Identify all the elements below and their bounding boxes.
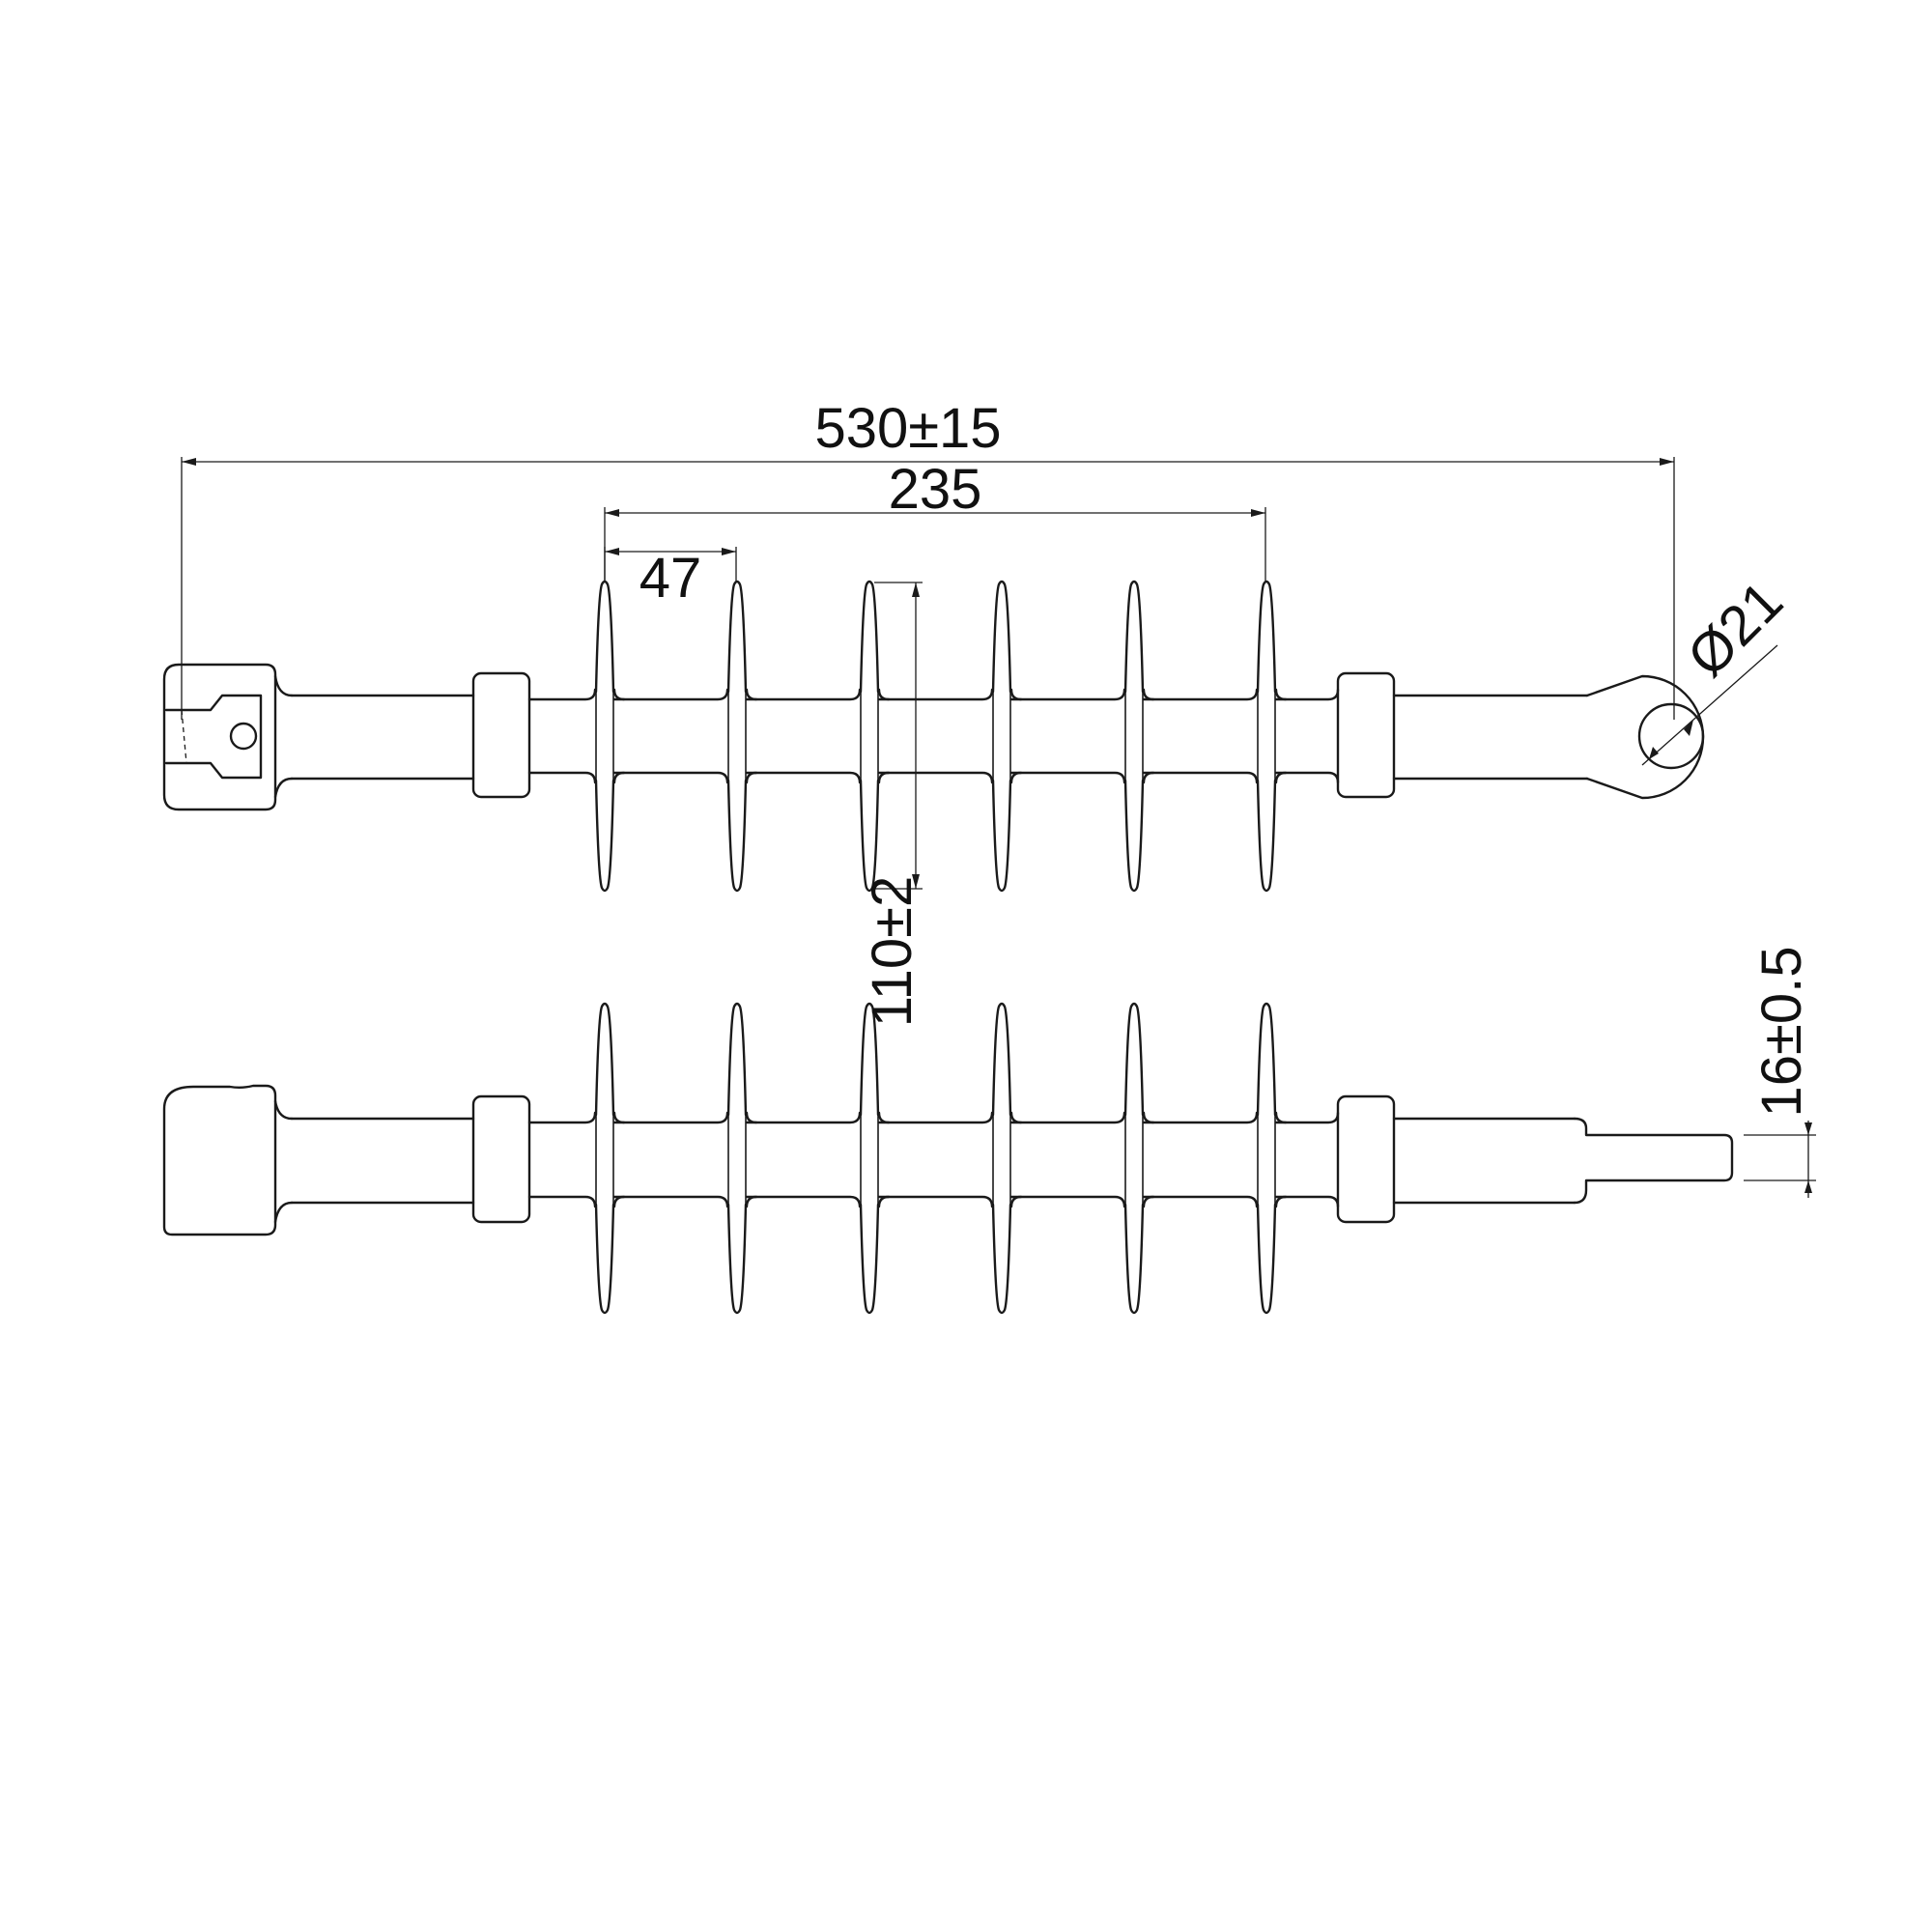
shed-bottom (726, 1002, 748, 1117)
shed-bottom (594, 1203, 615, 1315)
shed-top (991, 580, 1012, 694)
socket-pin-hole (229, 722, 258, 751)
tongue-thickness-label: 16±0.5 (1750, 947, 1813, 1118)
shed-bottom (1123, 1203, 1145, 1315)
housing-segment-bottom (1274, 1111, 1340, 1208)
shed-bottom (1123, 1002, 1145, 1117)
collar-right-top (1336, 671, 1396, 799)
dimension-shed-span: 235 (604, 458, 1266, 582)
housing-fillet-top (745, 688, 758, 784)
dimension-overall: 530±15 (181, 397, 1675, 720)
housing-fillet-bottom (877, 1111, 891, 1208)
housing-segment-bottom (745, 1111, 862, 1208)
tongue-fitting (1573, 1117, 1734, 1205)
shed-bottom (1256, 1002, 1277, 1117)
shed-top (859, 779, 880, 893)
dimension-shed-diameter: 110±2 (861, 582, 923, 1027)
insulator-top-view (162, 580, 1705, 893)
shed-top (594, 580, 615, 694)
housing-fillet-top (1009, 688, 1023, 784)
socket-dashed-mark (181, 709, 187, 764)
shed-diameter-label: 110±2 (861, 876, 923, 1028)
housing-fillet-bottom (612, 1111, 626, 1208)
shed-top (1256, 779, 1277, 893)
hole-diameter-label: Ø21 (1675, 569, 1794, 688)
dimension-hole-diameter: Ø21 (1641, 569, 1795, 766)
housing-segment-top (1142, 688, 1259, 784)
shed-top (1123, 779, 1145, 893)
eye-hole (1637, 702, 1705, 770)
housing-segment-top (612, 688, 729, 784)
housing-segment-top (1274, 688, 1340, 784)
housing-segment-bottom (1142, 1111, 1259, 1208)
housing-segment-top (745, 688, 862, 784)
shed-bottom (1256, 1203, 1277, 1315)
housing-segment-bottom (1009, 1111, 1126, 1208)
dimension-shed-pitch: 47 (604, 547, 737, 610)
overall-length-label: 530±15 (814, 397, 1001, 460)
housing-segment-top (527, 688, 597, 784)
shed-top (991, 779, 1012, 893)
shed-top (859, 580, 880, 694)
shed-top (1256, 580, 1277, 694)
eye-fitting (1585, 674, 1705, 800)
housing-fillet-bottom (1274, 1111, 1288, 1208)
housing-segment-bottom (612, 1111, 729, 1208)
housing-fillet-top (877, 688, 891, 784)
sheds-top (527, 580, 1340, 893)
housing-segment-top (1009, 688, 1126, 784)
housing-fillet-bottom (745, 1111, 758, 1208)
collar-right-bottom (1336, 1094, 1396, 1224)
collar-left-top (471, 671, 531, 799)
shed-top (726, 580, 748, 694)
shed-bottom (859, 1203, 880, 1315)
socket-fitting-top (162, 663, 277, 811)
shed-bottom (859, 1002, 880, 1117)
shed-bottom (594, 1002, 615, 1117)
shed-pitch-label: 47 (639, 547, 702, 610)
housing-fillet-bottom (1009, 1111, 1023, 1208)
socket-fitting-bottom (162, 1084, 277, 1236)
dimension-tongue-thickness: 16±0.5 (1744, 947, 1816, 1198)
sheds-bottom (527, 1002, 1340, 1315)
shed-bottom (991, 1002, 1012, 1117)
shed-top (594, 779, 615, 893)
housing-segment-top (877, 688, 994, 784)
shed-bottom (991, 1203, 1012, 1315)
shed-span-label: 235 (889, 458, 982, 521)
socket-neck-bottom (273, 1099, 294, 1224)
insulator-bottom-view (162, 1002, 1734, 1315)
housing-fillet-top (612, 688, 626, 784)
shed-top (1123, 580, 1145, 694)
shed-top (726, 779, 748, 893)
housing-segment-bottom (877, 1111, 994, 1208)
housing-fillet-top (1142, 688, 1155, 784)
housing-fillet-top (1274, 688, 1288, 784)
housing-fillet-bottom (1142, 1111, 1155, 1208)
housing-segment-bottom (527, 1111, 597, 1208)
collar-left-bottom (471, 1094, 531, 1224)
socket-neck-top (273, 674, 294, 799)
socket-slot (164, 694, 263, 780)
shed-bottom (726, 1203, 748, 1315)
